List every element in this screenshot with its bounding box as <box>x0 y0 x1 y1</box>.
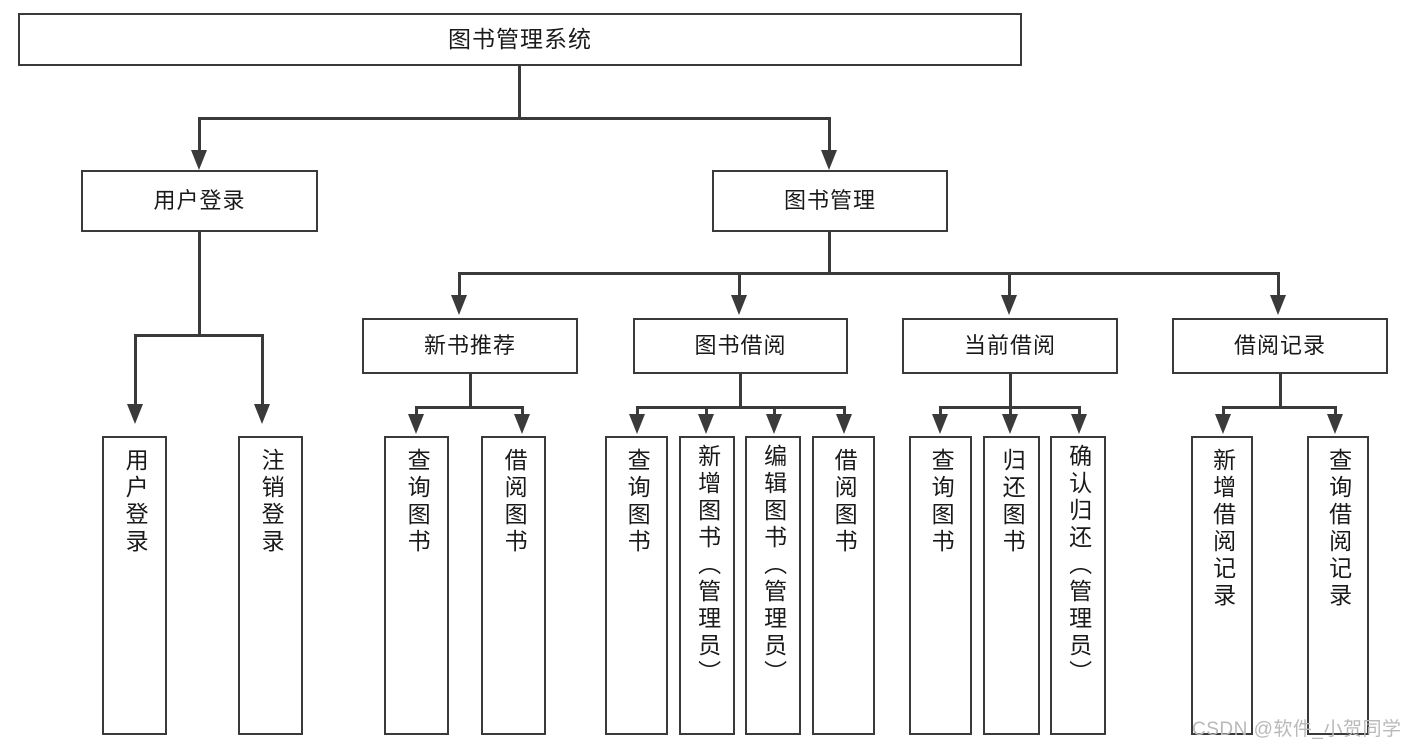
leaf-user-login[interactable]: 用户登录 <box>102 436 167 735</box>
connector-new-book-drop-1 <box>415 406 418 418</box>
arrow-to-current-borrow <box>1001 295 1017 315</box>
arrow-book-borrow-leaf-1 <box>629 414 645 434</box>
connector-borrow-record-drop-2 <box>1334 406 1337 418</box>
node-label: 借阅图书 <box>831 448 858 556</box>
node-label: 归还图书 <box>999 448 1026 556</box>
node-new-book-recommend[interactable]: 新书推荐 <box>362 318 578 374</box>
connector-book-borrow-drop-2 <box>705 406 708 418</box>
connector-borrow-record-stem <box>1279 374 1282 408</box>
connector-to-user-login <box>198 117 201 153</box>
connector-to-current-borrow <box>1008 272 1011 297</box>
node-label: 查询图书 <box>624 448 651 556</box>
connector-to-new-book <box>458 272 461 297</box>
arrow-user-login-leaf-2 <box>254 404 270 424</box>
node-label: 新增图书（管理员） <box>694 444 721 687</box>
leaf-add-book-admin[interactable]: 新增图书（管理员） <box>679 436 735 735</box>
connector-level3-bar <box>459 272 1279 275</box>
arrow-to-user-login <box>191 150 207 170</box>
connector-new-book-stem <box>469 374 472 408</box>
arrow-borrow-record-leaf-1 <box>1215 414 1231 434</box>
node-label: 查询图书 <box>928 448 955 556</box>
connector-borrow-record-drop-1 <box>1222 406 1225 418</box>
leaf-add-borrow-record[interactable]: 新增借阅记录 <box>1191 436 1253 735</box>
node-book-borrow[interactable]: 图书借阅 <box>633 318 848 374</box>
connector-borrow-record-bar <box>1223 406 1336 409</box>
arrow-current-borrow-leaf-2 <box>1002 414 1018 434</box>
connector-current-borrow-stem <box>1009 374 1012 408</box>
node-current-borrow[interactable]: 当前借阅 <box>902 318 1118 374</box>
connector-current-borrow-drop-1 <box>939 406 942 418</box>
arrow-book-borrow-leaf-4 <box>836 414 852 434</box>
arrow-book-borrow-leaf-2 <box>698 414 714 434</box>
arrow-to-book-borrow <box>731 295 747 315</box>
leaf-query-book-current[interactable]: 查询图书 <box>909 436 972 735</box>
node-label: 图书借阅 <box>694 333 787 359</box>
node-borrow-record[interactable]: 借阅记录 <box>1172 318 1388 374</box>
node-label: 借阅记录 <box>1233 333 1326 359</box>
connector-root-stem <box>518 66 521 119</box>
node-label: 用户登录 <box>122 448 149 556</box>
node-label: 用户登录 <box>153 188 246 214</box>
node-label: 编辑图书（管理员） <box>760 444 787 687</box>
leaf-confirm-return-admin[interactable]: 确认归还（管理员） <box>1050 436 1106 735</box>
leaf-borrow-book-recommend[interactable]: 借阅图书 <box>481 436 546 735</box>
connector-current-borrow-drop-2 <box>1009 406 1012 418</box>
connector-level2-bar <box>199 117 831 120</box>
node-book-management-system[interactable]: 图书管理系统 <box>18 13 1022 66</box>
connector-to-borrow-record <box>1277 272 1280 297</box>
arrow-user-login-leaf-1 <box>127 404 143 424</box>
node-label: 新增借阅记录 <box>1209 448 1236 610</box>
connector-book-management-stem <box>828 232 831 274</box>
connector-user-login-bar <box>135 334 263 337</box>
leaf-logout[interactable]: 注销登录 <box>238 436 303 735</box>
node-label: 图书管理 <box>783 188 876 214</box>
connector-book-borrow-bar <box>637 406 845 409</box>
connector-to-book-management <box>828 117 831 153</box>
node-user-login[interactable]: 用户登录 <box>81 170 318 232</box>
node-label: 查询借阅记录 <box>1325 448 1352 610</box>
node-label: 查询图书 <box>404 448 431 556</box>
arrow-to-book-management <box>821 150 837 170</box>
arrow-to-new-book <box>451 295 467 315</box>
leaf-query-book-recommend[interactable]: 查询图书 <box>384 436 449 735</box>
leaf-query-borrow-record[interactable]: 查询借阅记录 <box>1307 436 1369 735</box>
leaf-return-book[interactable]: 归还图书 <box>983 436 1040 735</box>
csdn-watermark: CSDN @软件_小贺同学 <box>1192 719 1402 740</box>
node-book-management[interactable]: 图书管理 <box>712 170 948 232</box>
leaf-borrow-book[interactable]: 借阅图书 <box>812 436 875 735</box>
connector-user-login-drop-1 <box>134 334 137 406</box>
connector-new-book-bar <box>416 406 523 409</box>
arrow-current-borrow-leaf-1 <box>932 414 948 434</box>
connector-current-borrow-drop-3 <box>1078 406 1081 418</box>
connector-book-borrow-drop-3 <box>773 406 776 418</box>
connector-book-borrow-drop-4 <box>843 406 846 418</box>
node-label: 新书推荐 <box>423 333 516 359</box>
node-label: 确认归还（管理员） <box>1065 444 1092 687</box>
arrow-book-borrow-leaf-3 <box>766 414 782 434</box>
connector-book-borrow-stem <box>739 374 742 408</box>
connector-to-book-borrow <box>738 272 741 297</box>
node-label: 图书管理系统 <box>448 26 592 53</box>
arrow-current-borrow-leaf-3 <box>1071 414 1087 434</box>
arrow-borrow-record-leaf-2 <box>1327 414 1343 434</box>
connector-user-login-drop-2 <box>261 334 264 406</box>
node-label: 当前借阅 <box>963 333 1056 359</box>
leaf-edit-book-admin[interactable]: 编辑图书（管理员） <box>745 436 801 735</box>
node-label: 借阅图书 <box>501 448 528 556</box>
leaf-query-book-borrow[interactable]: 查询图书 <box>605 436 668 735</box>
arrow-new-book-leaf-1 <box>408 414 424 434</box>
connector-book-borrow-drop-1 <box>636 406 639 418</box>
arrow-to-borrow-record <box>1270 295 1286 315</box>
connector-new-book-drop-2 <box>521 406 524 418</box>
arrow-new-book-leaf-2 <box>514 414 530 434</box>
connector-user-login-stem <box>198 232 201 336</box>
node-label: 注销登录 <box>258 448 285 556</box>
